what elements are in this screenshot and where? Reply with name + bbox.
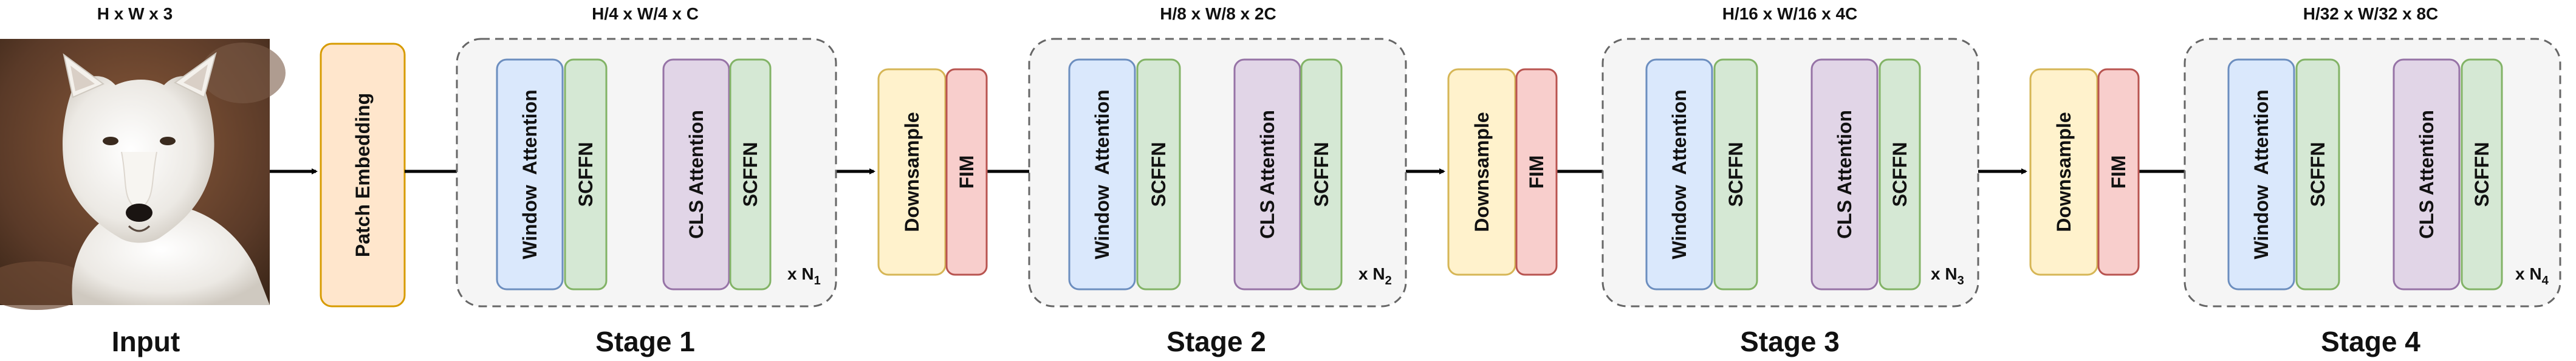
transition-3: Downsample FIM bbox=[2029, 68, 2140, 276]
svg-text:Window Attention: Window Attention bbox=[2250, 89, 2272, 259]
white-wolf-photo-icon bbox=[0, 39, 286, 310]
svg-text:Downsample: Downsample bbox=[901, 112, 923, 232]
stage-2-dim-label: H/8 x W/8 x 2C bbox=[1160, 4, 1276, 23]
stage-3: H/16 x W/16 x 4C Window Attention SCFFN … bbox=[1601, 4, 1979, 357]
svg-text:CLS Attention: CLS Attention bbox=[1256, 110, 1278, 239]
svg-text:CLS Attention: CLS Attention bbox=[2416, 110, 2437, 239]
svg-text:SCFFN: SCFFN bbox=[2471, 142, 2493, 207]
transition-1: Downsample FIM bbox=[877, 68, 988, 276]
input-section: H x W x 3 Input bbox=[0, 4, 286, 357]
svg-text:CLS Attention: CLS Attention bbox=[685, 110, 707, 239]
svg-text:SCFFN: SCFFN bbox=[739, 142, 761, 207]
stage-1-repeat: x N1 bbox=[787, 264, 821, 287]
fim-block-3: FIM bbox=[2097, 68, 2140, 276]
stage-2-label: Stage 2 bbox=[1166, 326, 1266, 357]
svg-text:SCFFN: SCFFN bbox=[575, 142, 597, 207]
downsample-block-3: Downsample bbox=[2029, 68, 2098, 276]
input-dim-label: H x W x 3 bbox=[97, 4, 173, 23]
stage-3-scffn-b: SCFFN bbox=[1879, 58, 1921, 291]
stage-1-dim-label: H/4 x W/4 x C bbox=[592, 4, 699, 23]
stage-4-scffn-a: SCFFN bbox=[2295, 58, 2340, 291]
stage-1-cls-attention: CLS Attention bbox=[662, 58, 730, 291]
input-label: Input bbox=[112, 326, 180, 357]
stage-1: H/4 x W/4 x C Window Attention SCFFN CLS… bbox=[456, 4, 837, 357]
stage-1-scffn-a: SCFFN bbox=[564, 58, 608, 291]
transition-2: Downsample FIM bbox=[1447, 68, 1558, 276]
stage-4-repeat: x N4 bbox=[2515, 264, 2549, 287]
stage-4: H/32 x W/32 x 8C Window Attention SCFFN … bbox=[2184, 4, 2561, 357]
stage-3-label: Stage 3 bbox=[1740, 326, 1840, 357]
stage-2-scffn-b: SCFFN bbox=[1300, 58, 1343, 291]
svg-text:Downsample: Downsample bbox=[1471, 112, 1493, 232]
svg-text:SCFFN: SCFFN bbox=[2307, 142, 2329, 207]
stage-3-cls-attention: CLS Attention bbox=[1810, 58, 1879, 291]
downsample-block-2: Downsample bbox=[1447, 68, 1516, 276]
svg-text:FIM: FIM bbox=[956, 155, 978, 188]
downsample-block-1: Downsample bbox=[877, 68, 947, 276]
svg-text:SCFFN: SCFFN bbox=[1310, 142, 1332, 207]
svg-text:FIM: FIM bbox=[2108, 155, 2129, 188]
svg-text:SCFFN: SCFFN bbox=[1725, 142, 1747, 207]
stage-1-window-attention: Window Attention bbox=[496, 58, 564, 291]
svg-text:Window Attention: Window Attention bbox=[1091, 89, 1113, 259]
fim-block-1: FIM bbox=[945, 68, 988, 276]
stage-2: H/8 x W/8 x 2C Window Attention SCFFN CL… bbox=[1028, 4, 1407, 357]
stage-3-scffn-a: SCFFN bbox=[1713, 58, 1758, 291]
svg-text:CLS Attention: CLS Attention bbox=[1834, 110, 1855, 239]
stage-2-repeat: x N2 bbox=[1358, 264, 1392, 287]
stage-3-dim-label: H/16 x W/16 x 4C bbox=[1722, 4, 1858, 23]
stage-2-window-attention: Window Attention bbox=[1068, 58, 1136, 291]
svg-text:Window Attention: Window Attention bbox=[1668, 89, 1690, 259]
stage-2-cls-attention: CLS Attention bbox=[1233, 58, 1301, 291]
stage-3-repeat: x N3 bbox=[1931, 264, 1964, 287]
stage-1-scffn-b: SCFFN bbox=[729, 58, 772, 291]
stage-4-scffn-b: SCFFN bbox=[2461, 58, 2503, 291]
stage-3-window-attention: Window Attention bbox=[1645, 58, 1713, 291]
stage-4-label: Stage 4 bbox=[2321, 326, 2420, 357]
patch-embedding-label: Patch Embedding bbox=[352, 93, 374, 257]
patch-embedding-block: Patch Embedding bbox=[320, 43, 406, 308]
svg-text:FIM: FIM bbox=[1526, 155, 1547, 188]
svg-text:SCFFN: SCFFN bbox=[1889, 142, 1911, 207]
stage-4-cls-attention: CLS Attention bbox=[2393, 58, 2461, 291]
stage-2-scffn-a: SCFFN bbox=[1136, 58, 1181, 291]
svg-text:Window Attention: Window Attention bbox=[519, 89, 541, 259]
stage-1-label: Stage 1 bbox=[595, 326, 695, 357]
fim-block-2: FIM bbox=[1515, 68, 1558, 276]
svg-text:SCFFN: SCFFN bbox=[1148, 142, 1170, 207]
stage-4-window-attention: Window Attention bbox=[2227, 58, 2295, 291]
stage-4-dim-label: H/32 x W/32 x 8C bbox=[2303, 4, 2439, 23]
svg-text:Downsample: Downsample bbox=[2053, 112, 2075, 232]
